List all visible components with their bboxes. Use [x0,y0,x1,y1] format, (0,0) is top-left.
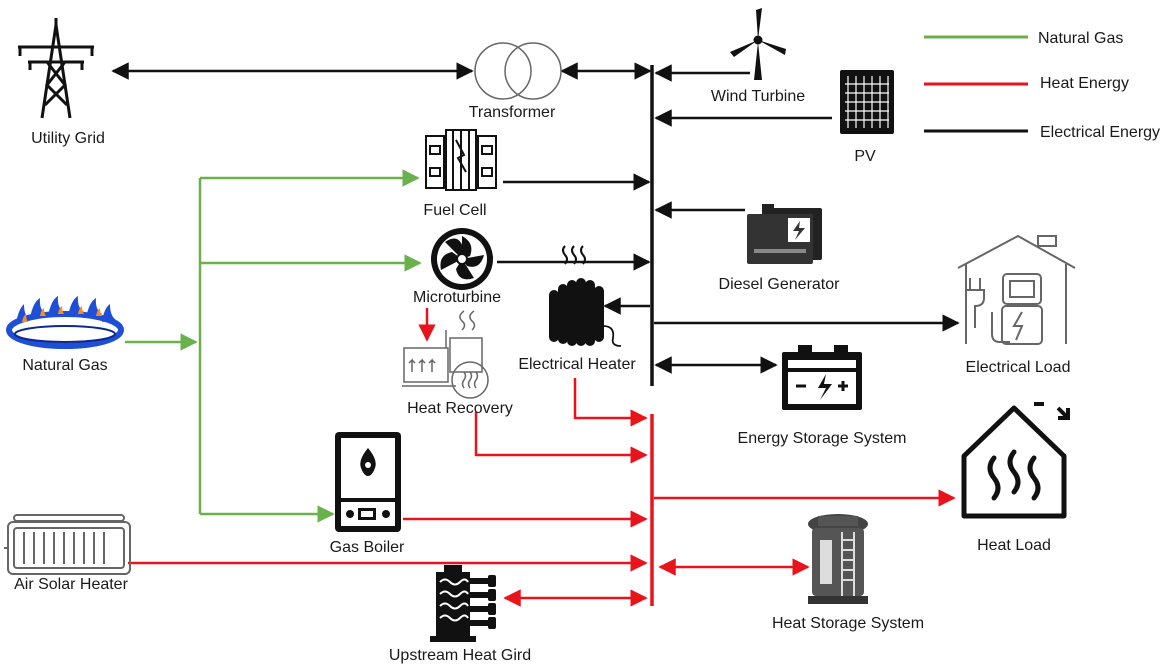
natural-gas-label: Natural Gas [22,357,108,374]
legend-heat-energy-label: Heat Energy [1040,75,1129,92]
fuel-cell-icon [425,129,497,191]
heat-recovery-label: Heat Recovery [407,400,513,417]
electrical-load-label: Electrical Load [965,359,1071,376]
electric-heater-icon [549,245,622,347]
electrical-heater-label: Electrical Heater [518,356,636,373]
energy-storage-system-label: Energy Storage System [737,430,907,447]
utility-grid-label: Utility Grid [31,130,105,147]
heat-load-label: Heat Load [977,537,1051,554]
diesel-generator-icon [747,204,822,264]
air-solar-heater-icon [4,514,131,575]
battery-storage-icon [782,345,862,410]
gas-network [125,169,422,523]
gas-flame-icon [6,296,124,349]
electrical-load-house-icon [957,234,1076,345]
heat-load-house-icon [961,402,1070,519]
transformer-label: Transformer [468,104,556,121]
pv-panel-icon [840,70,894,134]
air-solar-heater-label: Air Solar Heater [14,576,128,593]
gas-boiler-icon [335,432,401,532]
diesel-generator-label: Diesel Generator [718,276,840,293]
upstream-heat-grid-icon [430,565,496,642]
wind-turbine-icon [730,8,786,80]
legend-natural-gas-label: Natural Gas [1038,30,1124,47]
heat-storage-system-label: Heat Storage System [771,615,925,632]
transmission-tower-icon [18,18,94,119]
legend-electrical-energy-label: Electrical Energy [1040,124,1161,141]
heater-heatbus-link [573,378,648,427]
gas-boiler-label: Gas Boiler [329,539,405,556]
fuel-cell-label: Fuel Cell [423,202,487,219]
legend [924,35,1028,133]
pv-label: PV [854,148,876,165]
heat-network [128,308,956,607]
transformer-icon [474,42,562,100]
microturbine-label: Microturbine [412,289,502,306]
microturbine-icon [431,228,493,290]
upstream-heat-gird-label: Upstream Heat Gird [388,647,532,664]
recovery-heatbus-link [474,412,648,464]
wind-turbine-label: Wind Turbine [710,88,806,105]
heat-storage-tank-icon [808,514,868,604]
heat-recovery-icon [402,310,489,399]
electrical-network [111,62,960,386]
